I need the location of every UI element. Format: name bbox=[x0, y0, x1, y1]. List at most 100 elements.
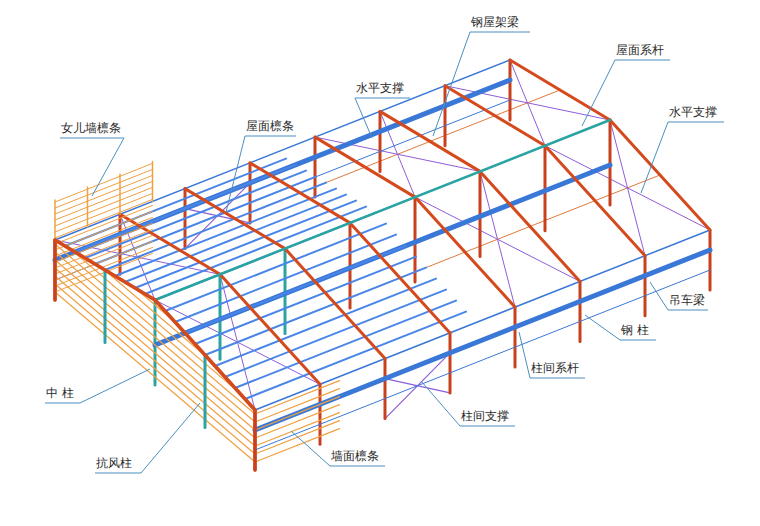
roof-beam bbox=[415, 197, 515, 307]
parapet-purlin bbox=[55, 163, 153, 202]
parapet-purlin bbox=[55, 187, 153, 226]
roof-beam bbox=[250, 163, 350, 223]
leader-line bbox=[141, 403, 200, 473]
leader-line bbox=[620, 340, 656, 341]
callout-label: 吊车梁 bbox=[668, 292, 706, 308]
parapet-purlin bbox=[55, 205, 153, 244]
roof-beam bbox=[120, 214, 220, 274]
leader-line bbox=[641, 122, 668, 193]
wall-purlin bbox=[55, 244, 255, 414]
callout-label: 屋面檩条 bbox=[245, 118, 295, 134]
leader-line bbox=[95, 473, 141, 474]
crane-beam bbox=[55, 80, 510, 260]
wall-purlin bbox=[103, 269, 207, 357]
wall-purlin bbox=[55, 260, 255, 430]
parapet-purlin bbox=[55, 181, 153, 220]
ridge-tie bbox=[155, 120, 610, 300]
column-tie bbox=[255, 230, 710, 410]
leader-line bbox=[668, 122, 724, 123]
leader-line bbox=[355, 98, 372, 138]
roof-beam bbox=[610, 120, 710, 230]
roof-beam bbox=[55, 240, 155, 300]
steel-column bbox=[514, 307, 517, 367]
leader-line bbox=[615, 60, 670, 61]
steel-column bbox=[709, 230, 712, 290]
roof-purlin bbox=[85, 171, 306, 258]
roof-beam bbox=[155, 300, 255, 410]
steel-column bbox=[509, 60, 512, 120]
leader-line bbox=[585, 315, 620, 340]
roof-tie bbox=[105, 90, 560, 270]
parapet-purlin bbox=[55, 175, 153, 214]
roof-beam bbox=[350, 223, 450, 333]
leader-line bbox=[45, 403, 80, 404]
parapet-purlin bbox=[55, 193, 153, 232]
leader-line bbox=[355, 98, 410, 99]
leader-line bbox=[433, 32, 470, 136]
steel-column bbox=[579, 281, 582, 341]
steel-column bbox=[54, 240, 57, 300]
roof-beam bbox=[285, 249, 385, 359]
horizontal-brace bbox=[445, 86, 610, 120]
leader-line bbox=[530, 378, 585, 379]
wall-purlin bbox=[255, 397, 340, 430]
roof-beam bbox=[380, 111, 480, 171]
roof-beam bbox=[185, 189, 285, 249]
steel-column bbox=[384, 359, 387, 419]
parapet-purlin bbox=[55, 211, 153, 250]
leader-line bbox=[470, 32, 530, 33]
callout-label: 水平支撑 bbox=[355, 80, 405, 96]
roof-purlin bbox=[165, 224, 386, 311]
callout-label: 钢屋架梁 bbox=[470, 14, 520, 30]
middle-column bbox=[609, 120, 612, 205]
wall-purlin bbox=[255, 389, 340, 422]
roof-beam bbox=[315, 137, 415, 197]
roof-beam bbox=[545, 146, 645, 256]
leader-line bbox=[291, 431, 330, 466]
wall-purlin bbox=[55, 252, 255, 422]
callout-label: 女儿墙檩条 bbox=[60, 120, 122, 136]
roof-beam bbox=[480, 171, 580, 281]
leader-line bbox=[421, 381, 460, 426]
roof-tie bbox=[205, 175, 660, 355]
callout-label: 柱间系杆 bbox=[530, 360, 580, 376]
steel-column bbox=[253, 410, 257, 470]
callout-label: 柱间支撑 bbox=[460, 408, 510, 424]
leader-line bbox=[582, 60, 615, 126]
parapet-purlin bbox=[55, 199, 153, 238]
leader-line bbox=[650, 282, 668, 310]
callout-label: 抗风柱 bbox=[95, 455, 133, 471]
leader-line bbox=[668, 310, 708, 311]
callout-label: 水平支撑 bbox=[668, 104, 718, 120]
wall-purlin bbox=[55, 292, 255, 462]
wall-purlin bbox=[255, 381, 340, 414]
leader-line bbox=[92, 138, 124, 196]
roof-purlin bbox=[75, 165, 296, 252]
leader-line bbox=[245, 136, 296, 137]
column-tie bbox=[255, 270, 710, 450]
leader-line bbox=[519, 332, 530, 378]
steel-column bbox=[53, 240, 57, 300]
roof-beam bbox=[220, 274, 320, 384]
horizontal-brace bbox=[315, 137, 480, 171]
wind-column bbox=[204, 355, 207, 428]
wall-purlin bbox=[55, 284, 255, 454]
callout-label: 屋面系杆 bbox=[615, 42, 665, 58]
roof-beam bbox=[510, 60, 610, 120]
roof-beam bbox=[445, 86, 545, 146]
callout-label: 中 柱 bbox=[45, 385, 75, 401]
leader-line bbox=[60, 138, 124, 139]
column-tie bbox=[55, 100, 510, 280]
leader-line bbox=[226, 136, 245, 212]
leader-line bbox=[80, 369, 150, 403]
wall-purlin bbox=[71, 250, 239, 393]
steel-column bbox=[379, 111, 382, 171]
callout-label: 墙面檩条 bbox=[330, 448, 380, 464]
wall-purlin bbox=[55, 268, 255, 438]
wind-column bbox=[104, 270, 107, 343]
callout-label: 钢 柱 bbox=[620, 322, 650, 338]
leader-line bbox=[330, 466, 385, 467]
